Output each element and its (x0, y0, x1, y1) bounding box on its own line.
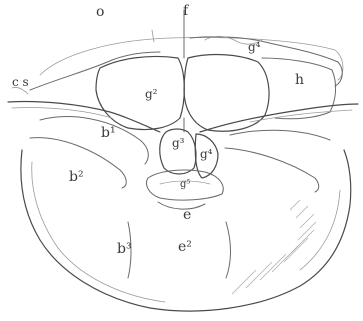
label-g5: g⁵ (180, 180, 190, 190)
label-b1: b¹ (101, 126, 116, 140)
lower-right-hatching (232, 200, 316, 294)
e-notch (158, 202, 205, 209)
label-b3: b³ (117, 242, 132, 256)
label-f: f (183, 4, 188, 18)
g2-lobe (96, 56, 184, 129)
label-h: h (295, 73, 304, 87)
label-g3: g³ (172, 137, 185, 149)
label-o: o (96, 5, 104, 19)
label-g4-mid: g⁴ (200, 148, 213, 160)
b1-fold (40, 117, 148, 164)
e2-groove (226, 222, 231, 278)
top-small-mark (152, 30, 154, 42)
label-g2: g² (145, 88, 158, 100)
label-b2: b² (69, 170, 84, 184)
right-lobe (184, 55, 269, 132)
right-fold-upper (230, 130, 330, 140)
right-fold-lower (225, 148, 319, 192)
label-g4-top: g⁴ (248, 41, 261, 53)
upper-right-contour (190, 37, 342, 86)
label-e: e (183, 208, 191, 222)
label-e2: e² (178, 240, 192, 254)
label-cs: c s (12, 76, 29, 88)
